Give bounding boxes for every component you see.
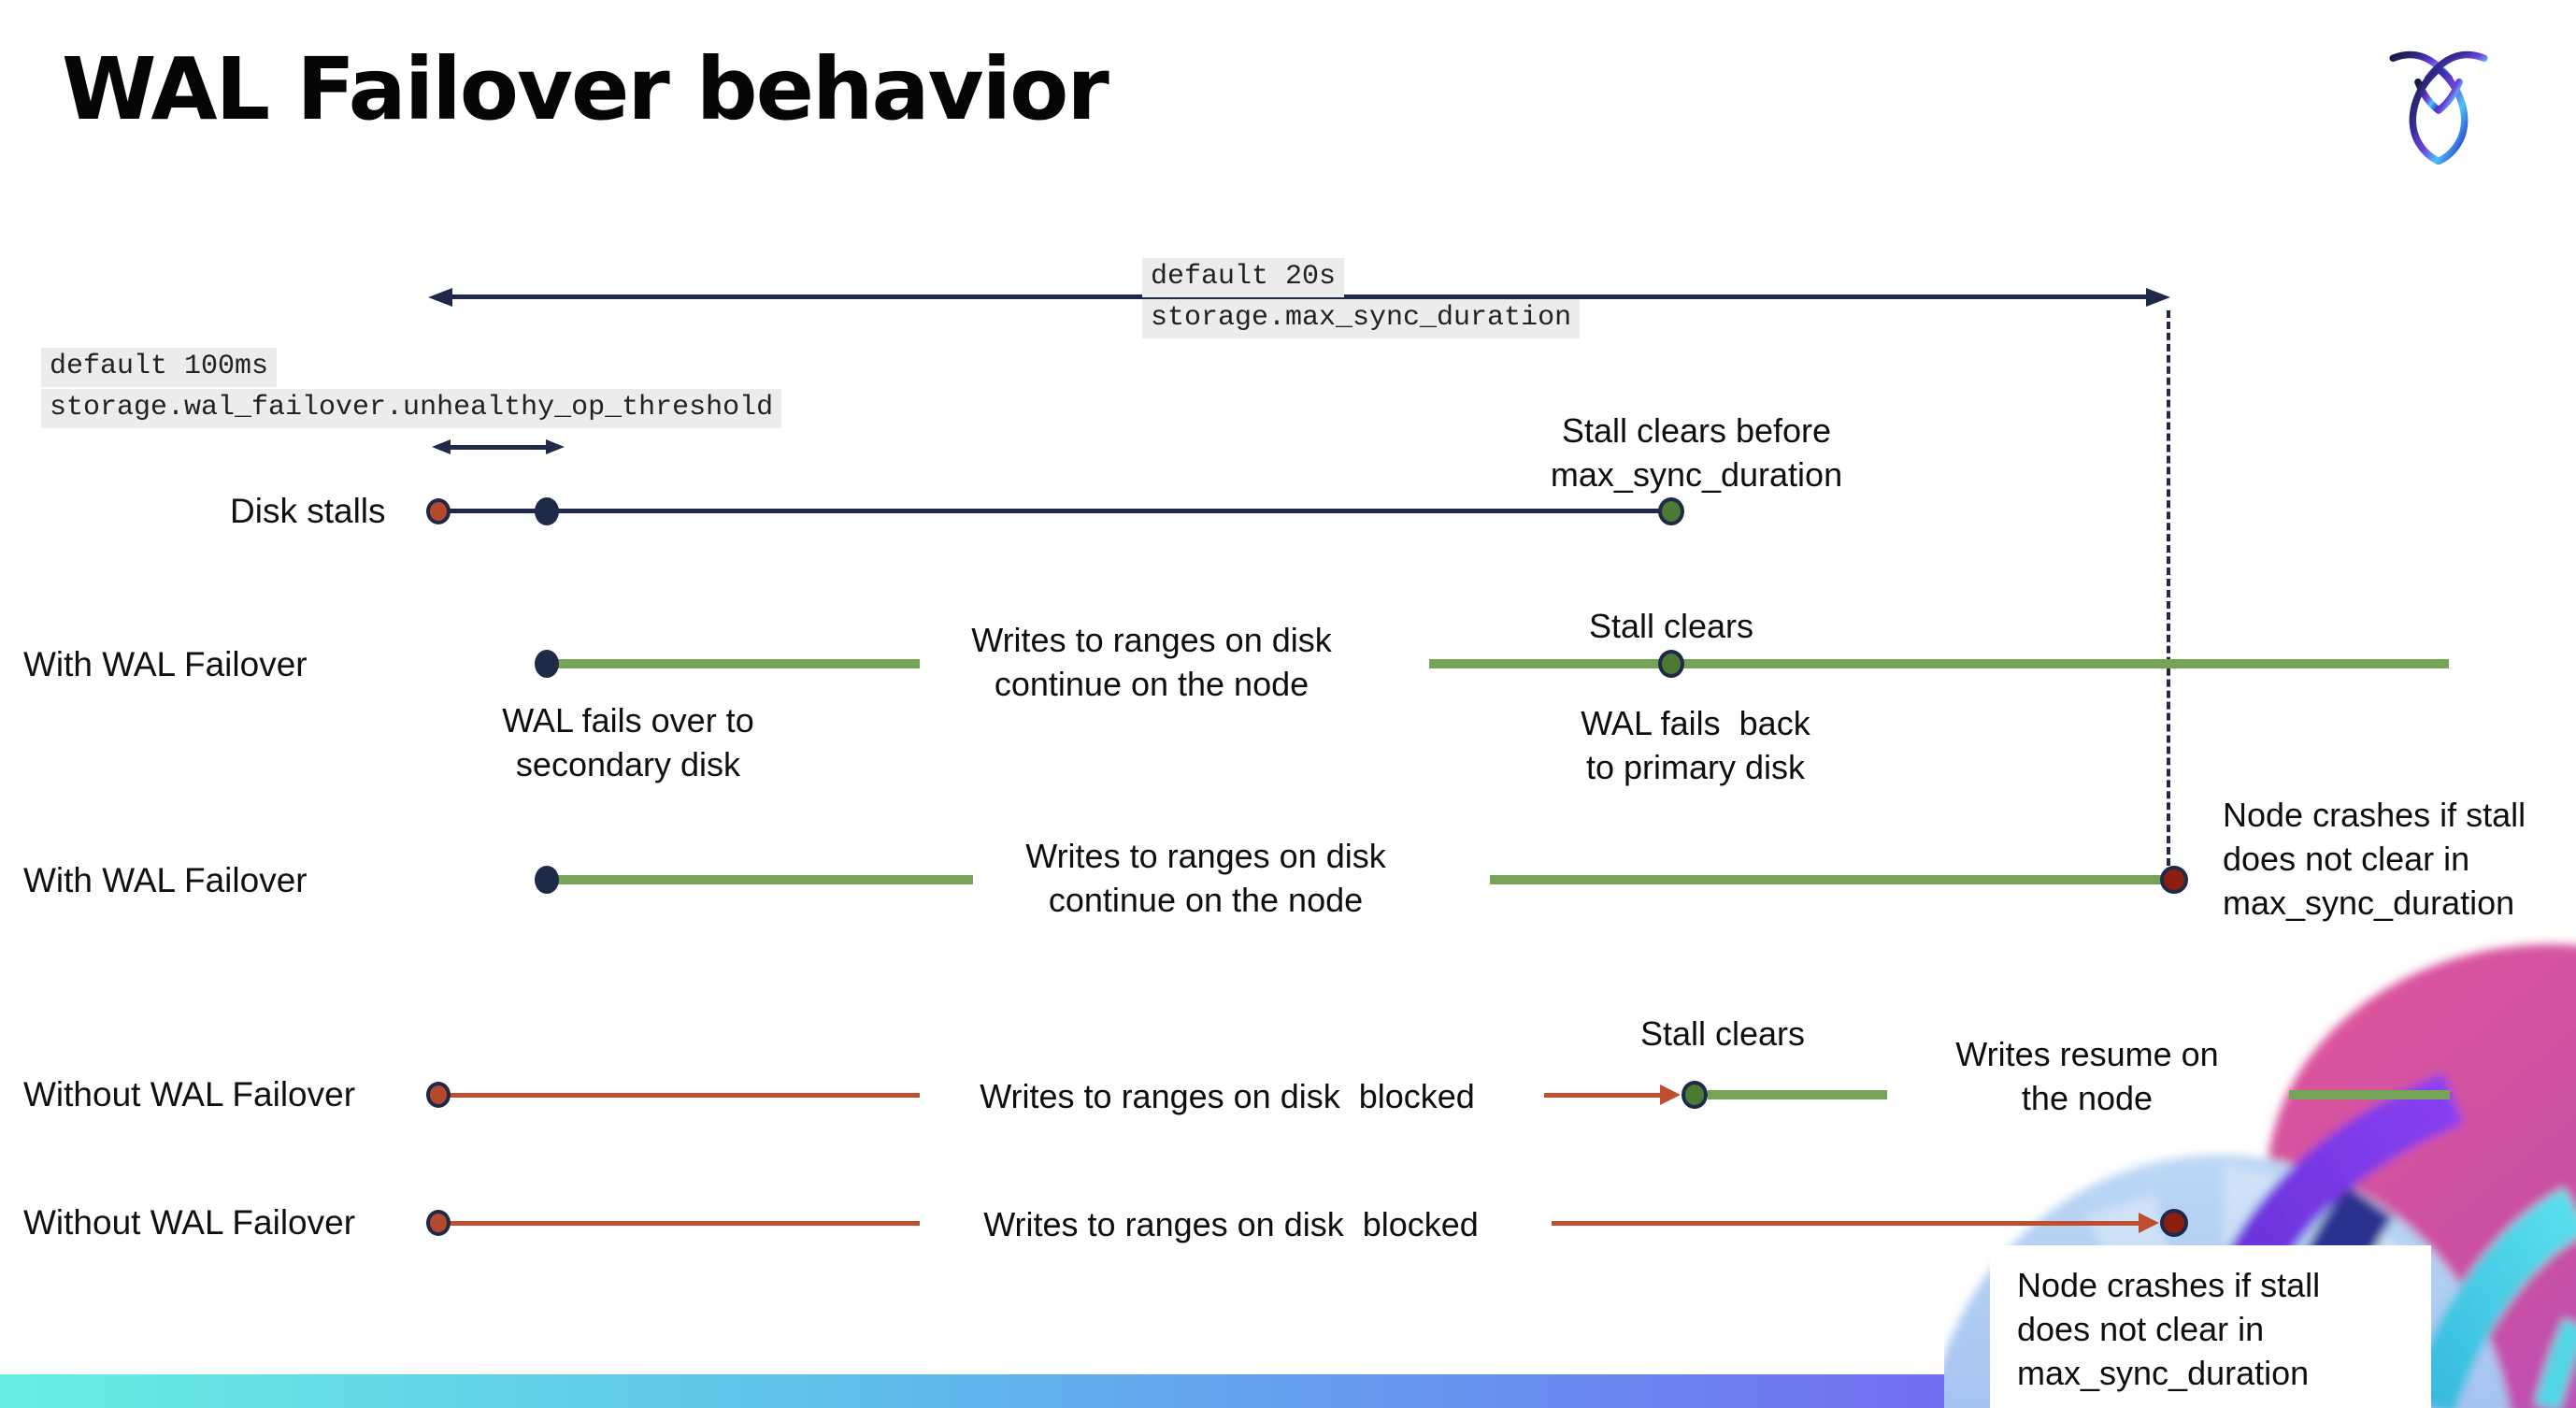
stall-clears-dot (1658, 497, 1684, 525)
unhealthy-op-threshold-span-line (447, 445, 548, 450)
failover-dot (535, 866, 559, 894)
node-crash-dot (2160, 866, 2188, 894)
writes-continue-line (1429, 659, 2449, 668)
arrow-right-icon (2139, 1213, 2159, 1233)
stall-start-dot (426, 498, 451, 524)
arrow-right-icon (1660, 1085, 1681, 1105)
writes-blocked-line (438, 1093, 920, 1098)
setting-name: storage.max_sync_duration (1142, 299, 1581, 338)
arrow-left-icon (428, 288, 452, 307)
setting-name: storage.wal_failover.unhealthy_op_thresh… (41, 389, 782, 428)
row-label-with-wal-failover: With WAL Failover (23, 645, 308, 683)
annotation-writes-blocked: Writes to ranges on disk blocked (980, 1077, 1475, 1115)
writes-resume-line (1708, 1090, 1887, 1099)
annotation-writes-blocked: Writes to ranges on disk blocked (983, 1205, 1479, 1243)
writes-continue-line (547, 875, 973, 884)
row-label-without-wal-failover: Without WAL Failover (23, 1203, 356, 1242)
annotation-stall-clears: Stall clears (1639, 1014, 1806, 1053)
writes-blocked-line (1544, 1093, 1664, 1098)
row-label-without-wal-failover: Without WAL Failover (23, 1075, 356, 1113)
arrow-right-icon (546, 439, 565, 454)
setting-default-value: default 20s (1142, 258, 1345, 297)
setting-default-value: default 100ms (41, 348, 278, 387)
cockroachdb-logo-icon (2389, 50, 2488, 165)
node-crash-dot (2160, 1209, 2188, 1237)
page-title: WAL Failover behavior (62, 39, 1109, 139)
annotation-stall-clears: Stall clears (1588, 607, 1754, 645)
stall-start-dot (426, 1082, 451, 1108)
max-sync-deadline-dashed-line (2167, 310, 2170, 866)
unhealthy-op-threshold-setting-label: default 100ms storage.wal_failover.unhea… (41, 348, 782, 430)
writes-resume-line (2289, 1090, 2450, 1099)
max-sync-duration-setting-label: default 20s storage.max_sync_duration (1142, 258, 1581, 340)
failover-dot (535, 650, 559, 678)
row-label-with-wal-failover: With WAL Failover (23, 861, 308, 899)
writes-blocked-line (438, 1221, 920, 1226)
disk-stall-timeline (438, 509, 1671, 513)
arrow-right-icon (2146, 288, 2170, 307)
row-label-disk-stalls: Disk stalls (230, 492, 386, 530)
failover-threshold-dot (535, 497, 559, 525)
stall-clears-dot (1682, 1081, 1708, 1109)
writes-continue-line (547, 659, 920, 668)
writes-blocked-line (1552, 1221, 2139, 1226)
arrow-left-icon (432, 439, 451, 454)
stall-clears-dot (1658, 650, 1684, 678)
stall-start-dot (426, 1210, 451, 1236)
writes-continue-line (1490, 875, 2170, 884)
